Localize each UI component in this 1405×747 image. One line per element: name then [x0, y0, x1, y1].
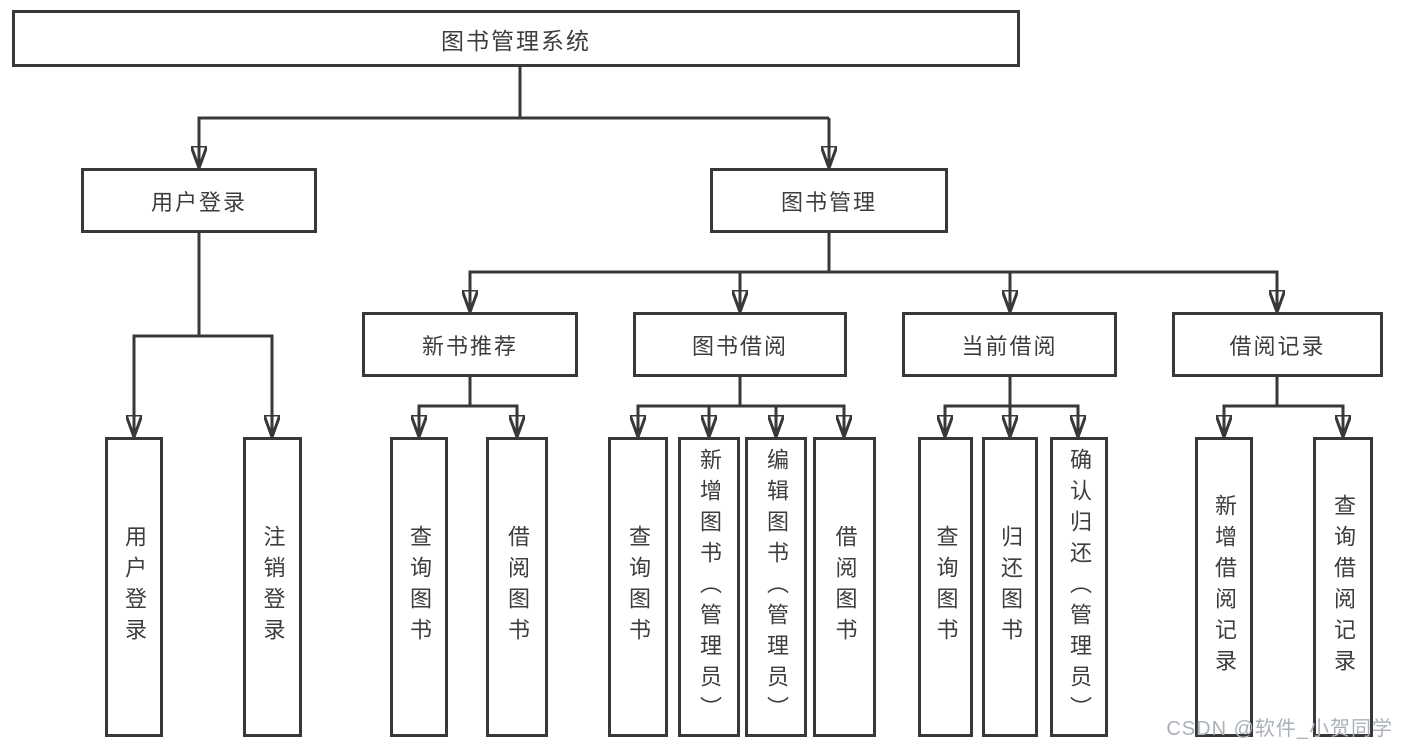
node-label: 注销登录 — [260, 525, 286, 649]
node-label: 新增图书（管理员） — [697, 447, 722, 727]
connector-borrowing-records-to-leaves — [1223, 377, 1345, 434]
node-borrowing-records: 借阅记录 — [1172, 312, 1383, 377]
connector-book-management-to-level2 — [469, 233, 1279, 309]
node-leaf-add-borrow-record: 新增借阅记录 — [1195, 437, 1253, 737]
node-label: 查询图书 — [407, 525, 432, 649]
node-new-book-recommend: 新书推荐 — [362, 312, 578, 377]
node-leaf-user-login: 用户登录 — [105, 437, 163, 737]
node-leaf-recommend-query-books: 查询图书 — [390, 437, 448, 737]
node-label: 归还图书 — [998, 525, 1023, 649]
node-label: 借阅图书 — [505, 525, 530, 649]
node-current-borrowing: 当前借阅 — [902, 312, 1117, 377]
node-user-login: 用户登录 — [81, 168, 317, 233]
node-leaf-recommend-borrow-books: 借阅图书 — [486, 437, 548, 737]
node-leaf-borrow-query-books: 查询图书 — [608, 437, 668, 737]
node-label: 图书管理系统 — [441, 27, 591, 54]
node-label: 编辑图书（管理员） — [764, 447, 789, 727]
connector-current-borrowing-to-leaves — [944, 377, 1080, 434]
node-leaf-return-books: 归还图书 — [982, 437, 1038, 737]
node-label: 借阅记录 — [1229, 333, 1326, 359]
node-label: 确认归还（管理员） — [1067, 447, 1092, 727]
node-label: 用户登录 — [122, 525, 147, 649]
node-leaf-current-query-books: 查询图书 — [918, 437, 973, 737]
node-leaf-logout: 注销登录 — [243, 437, 302, 737]
node-label: 新书推荐 — [421, 333, 518, 359]
node-leaf-query-borrow-record: 查询借阅记录 — [1313, 437, 1373, 737]
node-label: 借阅图书 — [832, 525, 858, 649]
node-label: 查询借阅记录 — [1331, 494, 1356, 680]
node-leaf-borrow-books: 借阅图书 — [813, 437, 876, 737]
node-label: 查询图书 — [626, 525, 651, 649]
node-label: 图书管理 — [780, 189, 877, 215]
node-label: 用户登录 — [150, 189, 247, 215]
node-label: 查询图书 — [933, 525, 959, 649]
node-leaf-confirm-return-admin: 确认归还（管理员） — [1050, 437, 1108, 737]
csdn-watermark: CSDN @软件_小贺同学 — [1166, 718, 1393, 740]
node-root: 图书管理系统 — [12, 10, 1020, 67]
node-label: 新增借阅记录 — [1212, 494, 1237, 680]
connector-root-to-level1 — [198, 67, 830, 165]
node-book-borrowing: 图书借阅 — [633, 312, 847, 377]
connector-new-book-recommend-to-leaves — [418, 377, 519, 434]
connector-user-login-to-leaves — [133, 233, 274, 434]
node-label: 当前借阅 — [961, 333, 1058, 359]
node-leaf-edit-books-admin: 编辑图书（管理员） — [745, 437, 807, 737]
node-leaf-add-books-admin: 新增图书（管理员） — [678, 437, 740, 737]
connector-book-borrowing-to-leaves — [637, 377, 846, 434]
node-label: 图书借阅 — [691, 333, 788, 359]
node-book-management: 图书管理 — [710, 168, 948, 233]
